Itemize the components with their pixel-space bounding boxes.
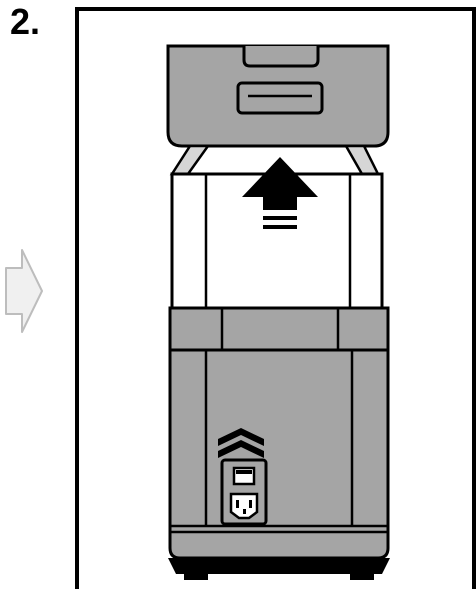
arrow-up-with-lines-icon — [242, 157, 318, 229]
device-lid — [166, 44, 390, 148]
step-number: 2. — [10, 1, 41, 42]
device-base — [168, 348, 390, 560]
middle-band — [168, 306, 390, 352]
power-socket-icon — [220, 458, 268, 526]
arrow-right-outline-icon — [5, 249, 43, 333]
device-feet — [168, 558, 390, 580]
double-chevron-up-icon — [218, 428, 264, 458]
